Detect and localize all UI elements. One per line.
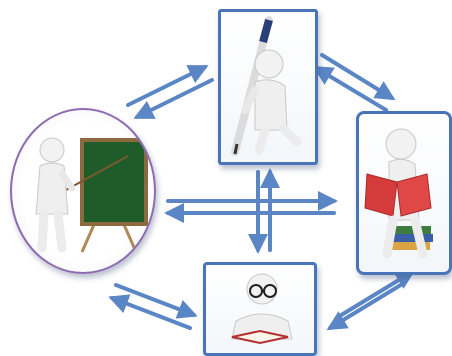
teacher-blackboard-icon xyxy=(35,137,148,253)
arrow-student-to-teacher xyxy=(108,294,192,330)
figure-reading-book-icon xyxy=(364,128,433,259)
arrow-writer-to-teacher xyxy=(133,78,214,119)
arrow-student-to-reader xyxy=(336,269,416,319)
arrow-teacher-to-student xyxy=(114,283,198,319)
arrow-writer-to-reader xyxy=(320,53,396,101)
arrow-reader-to-writer xyxy=(312,65,388,112)
figure-with-pen-icon xyxy=(231,16,302,156)
student-node xyxy=(203,262,317,356)
writer-node xyxy=(218,9,318,165)
arrow-reader-to-student xyxy=(326,281,406,331)
arrow-teacher-to-writer xyxy=(126,65,209,107)
reader-node xyxy=(356,111,452,275)
teacher-node xyxy=(10,108,156,274)
figure-with-glasses-reading-icon xyxy=(231,273,293,345)
